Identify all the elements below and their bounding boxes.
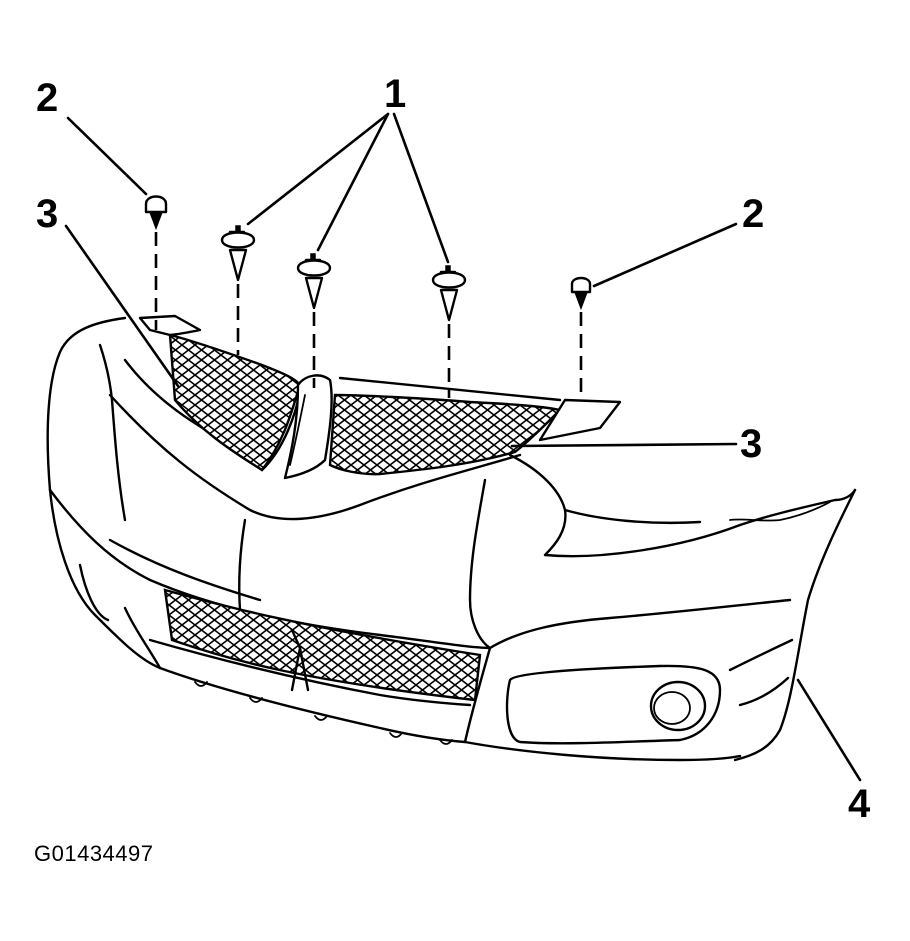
- lower-grille: [163, 588, 482, 702]
- retainer-push-pin-2: [296, 253, 332, 310]
- callout-2-left: 2: [36, 76, 59, 120]
- installation-lines: [154, 232, 583, 400]
- grille-frame-right: [338, 376, 622, 442]
- grille-center-bracket: [283, 374, 333, 480]
- figure-id: G01434497: [34, 841, 154, 866]
- upper-grille-left: [168, 333, 302, 472]
- callout-2-right: 2: [742, 192, 765, 236]
- grille-frame-left: [138, 314, 202, 337]
- screw-left: [144, 195, 168, 231]
- retainer-push-pin-1: [220, 225, 256, 282]
- retainer-push-pin-3: [431, 265, 467, 322]
- leader-lines: [64, 112, 862, 782]
- callout-4: 4: [848, 782, 871, 826]
- bumper-fascia: [46, 316, 857, 762]
- callout-1: 1: [384, 72, 407, 116]
- callout-3-right: 3: [740, 422, 763, 466]
- screw-right: [570, 276, 592, 311]
- upper-grille-right: [328, 393, 563, 476]
- callout-3-left: 3: [36, 192, 59, 236]
